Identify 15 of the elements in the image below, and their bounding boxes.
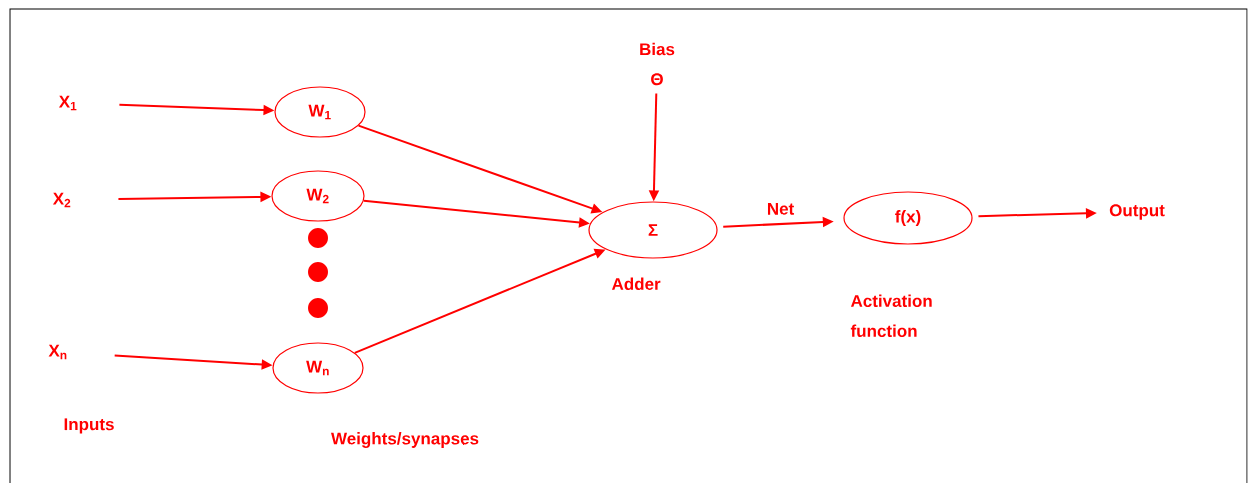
axis-label: Inputs xyxy=(64,418,114,434)
ellipse-node: Σ xyxy=(588,201,718,259)
ellipse-node: W$_{1}$ xyxy=(274,86,366,138)
ellipse-node: W$_{n}$ xyxy=(272,342,364,394)
node-label: X$_{1}$ xyxy=(58,95,77,111)
ellipse-node: f(x) xyxy=(843,191,973,245)
node-label: Bias Θ xyxy=(640,42,675,86)
node-label: Output xyxy=(1109,204,1165,220)
node-label: X$_{2}$ xyxy=(52,192,71,208)
axis-label: Weights/synapses xyxy=(331,432,479,448)
node-label: X$_{n}$ xyxy=(48,344,67,360)
edge-label: Net xyxy=(765,201,796,216)
node-label: Activation function xyxy=(850,294,932,338)
ellipse-node: W$_{2}$ xyxy=(271,170,365,222)
node-label: Adder xyxy=(611,277,661,291)
